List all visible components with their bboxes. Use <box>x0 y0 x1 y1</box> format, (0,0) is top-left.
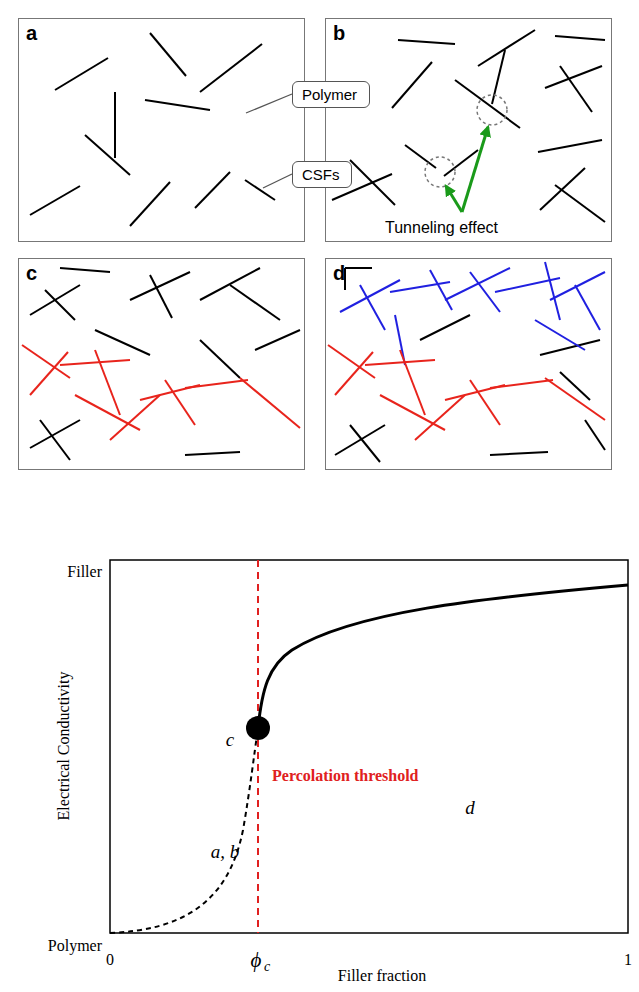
axis-tick: Filler <box>67 563 102 581</box>
panel-letter: a <box>26 22 37 45</box>
callout-box: CSFs <box>292 161 352 188</box>
fibers-b <box>332 30 605 222</box>
illustration-panel: c <box>18 258 305 470</box>
axis-subscript: c <box>264 959 270 975</box>
point-label: d <box>465 797 475 819</box>
panel-letter: d <box>333 262 345 285</box>
panel-letter: b <box>333 22 345 45</box>
fibers-d <box>335 268 605 462</box>
axis-title: Electrical Conductivity <box>55 672 73 821</box>
illustration-panel: b <box>325 18 612 242</box>
fibers-c <box>30 268 300 460</box>
plot-frame <box>110 560 628 933</box>
illustration-panel: d <box>325 258 612 470</box>
axis-tick: 0 <box>106 951 114 969</box>
leader-line <box>263 174 292 188</box>
curve-below <box>110 728 258 933</box>
network-c <box>22 345 300 440</box>
axis-symbol: ϕ <box>251 948 262 973</box>
network-d-red <box>328 345 605 440</box>
callout-text: Polymer <box>302 86 357 103</box>
network-d-blue <box>340 262 605 365</box>
annotation: Tunneling effect <box>385 219 498 237</box>
tunnel-gap <box>477 95 507 125</box>
threshold-line <box>257 560 259 933</box>
threshold-label: Percolation threshold <box>272 767 419 785</box>
fibers-a <box>30 33 275 226</box>
leader-line <box>246 94 292 113</box>
curve-above <box>258 585 628 728</box>
threshold-point <box>246 716 270 740</box>
callout-box: Polymer <box>292 81 370 108</box>
axis-tick: 1 <box>624 951 632 969</box>
illustration-panel: a <box>18 18 305 242</box>
point-label: c <box>226 729 234 751</box>
axis-title: Filler fraction <box>338 967 426 985</box>
axis-tick: Polymer <box>48 937 102 955</box>
panel-letter: c <box>26 262 37 285</box>
callout-text: CSFs <box>302 166 340 183</box>
tunnel-arrows <box>446 127 488 212</box>
tunnel-gap <box>425 157 455 187</box>
point-label: a, b <box>211 841 240 863</box>
